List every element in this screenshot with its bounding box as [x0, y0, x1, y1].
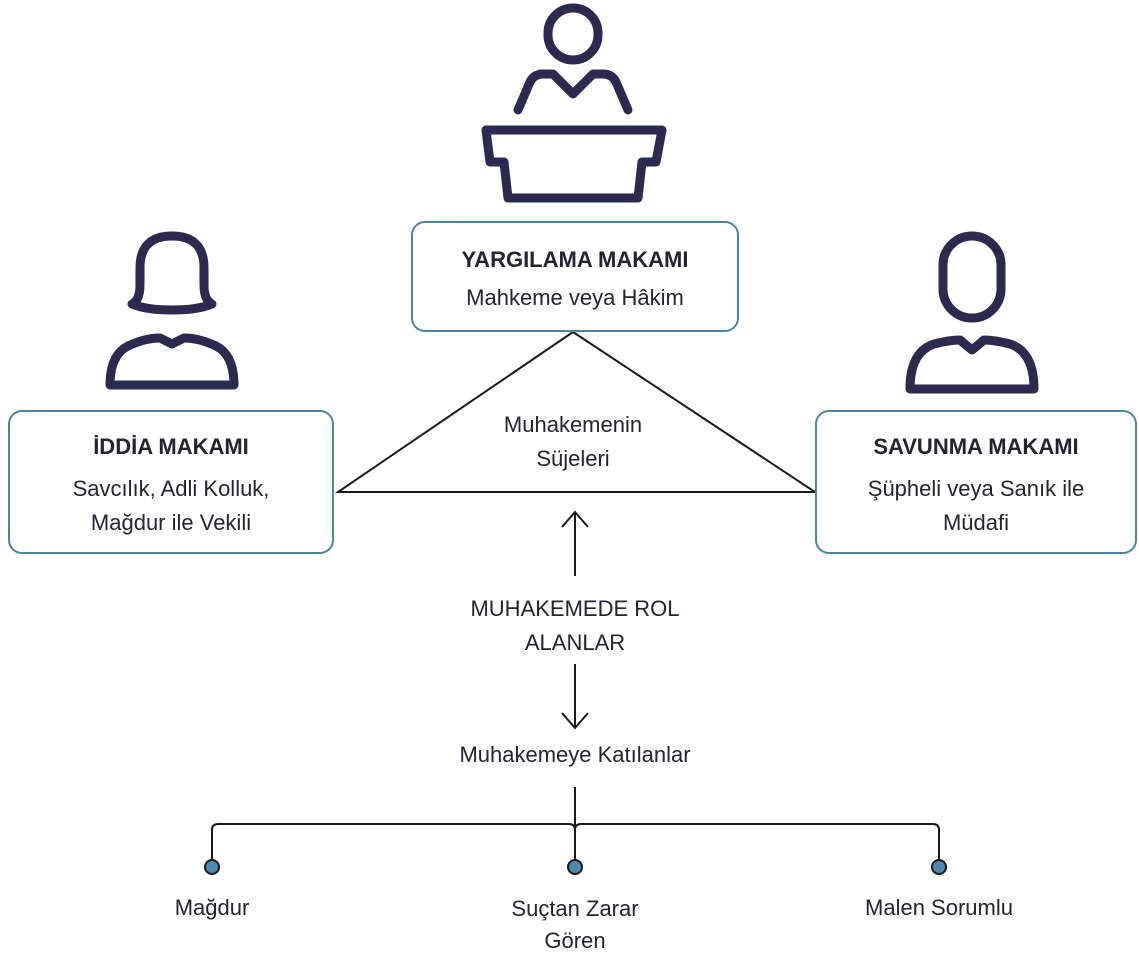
prosecution-title: İDDİA MAKAMI	[93, 434, 249, 459]
participants-label: Muhakemeye Katılanlar	[459, 742, 691, 767]
prosecution-desc-line2: Mağdur ile Vekili	[90, 510, 252, 535]
judge-desc: Mahkeme veya Hâkim	[466, 285, 684, 310]
defense-desc-line1: Şüpheli veya Sanık ile	[867, 476, 1085, 501]
liable-dot	[931, 859, 947, 875]
female-person-icon	[105, 231, 239, 390]
victim-label: Mağdur	[174, 895, 250, 920]
defense-desc-line2: Müdafi	[942, 510, 1010, 535]
harmed-line1: Suçtan Zarar	[511, 896, 639, 921]
roles-line2: ALANLAR	[524, 630, 626, 655]
harmed-line2: Gören	[544, 928, 606, 953]
prosecution-desc-line1: Savcılık, Adli Kolluk,	[72, 476, 270, 501]
harmed-label: Suçtan Zarar Gören	[455, 893, 695, 957]
liable-label: Malen Sorumlu	[865, 895, 1013, 920]
victim-dot	[204, 859, 220, 875]
subjects-triangle	[334, 330, 819, 493]
down-arrow-icon	[561, 664, 589, 730]
judge-title: YARGILAMA MAKAMI	[461, 247, 689, 272]
male-person-icon	[905, 231, 1039, 394]
harmed-dot	[567, 859, 583, 875]
prosecution-box: İDDİA MAKAMI Savcılık, Adli Kolluk, Mağd…	[8, 410, 334, 554]
subjects-line1: Muhakemenin	[503, 412, 643, 437]
subjects-label: Muhakemenin Süjeleri	[473, 408, 673, 476]
roles-label: MUHAKEMEDE ROL ALANLAR	[425, 592, 725, 660]
subjects-line2: Süjeleri	[536, 446, 610, 471]
judge-podium-icon	[481, 3, 667, 203]
tree-connector	[211, 787, 940, 860]
roles-line1: MUHAKEMEDE ROL	[470, 596, 680, 621]
defense-box: SAVUNMA MAKAMI Şüpheli veya Sanık ile Mü…	[815, 410, 1137, 554]
defense-title: SAVUNMA MAKAMI	[873, 434, 1079, 459]
judge-box: YARGILAMA MAKAMI Mahkeme veya Hâkim	[411, 221, 739, 332]
up-arrow-icon	[561, 510, 589, 576]
